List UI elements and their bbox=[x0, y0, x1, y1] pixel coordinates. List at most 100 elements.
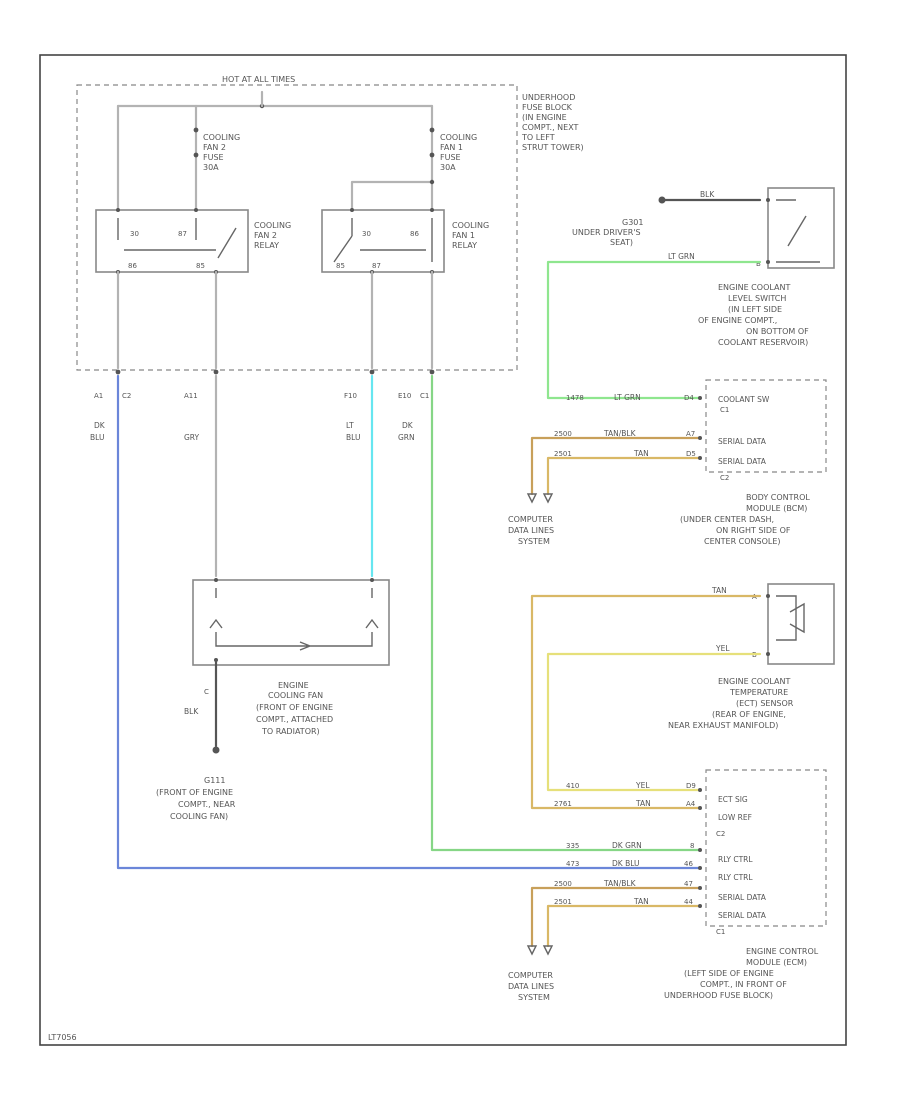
relay-2-label-line: RELAY bbox=[254, 241, 279, 250]
wire-label-dk-blu-ecm: DK BLU bbox=[612, 859, 640, 868]
ecm-outline bbox=[705, 769, 827, 927]
g111-label-line: (FRONT OF ENGINE bbox=[156, 788, 233, 797]
fuse-1-icon bbox=[429, 127, 435, 133]
fan-label-line: (FRONT OF ENGINE bbox=[256, 703, 333, 712]
relay-2-pin-label: 85 bbox=[196, 262, 205, 270]
ect-label-line: NEAR EXHAUST MANIFOLD) bbox=[668, 721, 778, 730]
bcm-connector-c2: C2 bbox=[720, 474, 729, 482]
fan-pin-icon bbox=[214, 578, 218, 582]
ground-g301: BLK G301 UNDER DRIVER'S SEAT) bbox=[572, 190, 762, 247]
relay-1-pin-icon bbox=[430, 208, 434, 212]
level-switch-label-line: ON BOTTOM OF bbox=[746, 327, 809, 336]
relay-1-pin-label: 87 bbox=[372, 262, 381, 270]
connector-f10: F10 bbox=[344, 392, 357, 400]
engine-cooling-fan: ENGINE COOLING FAN (FRONT OF ENGINE COMP… bbox=[192, 578, 390, 736]
relay-1-label-line: FAN 1 bbox=[452, 231, 475, 240]
ect-sensor-box bbox=[767, 583, 835, 665]
relay-2-pin-icon bbox=[194, 208, 198, 212]
fuse-1-tap-wire bbox=[350, 180, 434, 212]
lt-grn-wire bbox=[546, 260, 762, 400]
pin-endpoint-icon bbox=[698, 806, 702, 810]
wire-label-tan-blk-ecm: TAN/BLK bbox=[603, 879, 637, 888]
ecm-func-rly-ctrl-2: RLY CTRL bbox=[718, 873, 753, 882]
fuse-2-label-line: COOLING bbox=[203, 133, 240, 142]
data-lines-label-line: DATA LINES bbox=[508, 526, 554, 535]
tan-blk-wire-ecm bbox=[530, 886, 702, 948]
tan-wire-ecm bbox=[546, 904, 702, 948]
bcm-circuit-2501: 2501 bbox=[554, 450, 572, 458]
wire-label-tan-bcm: TAN bbox=[633, 449, 649, 458]
bcm-circuit-2500: 2500 bbox=[554, 430, 572, 438]
fuse-block-label-line: UNDERHOOD bbox=[522, 93, 575, 102]
ecm-label-line: ENGINE CONTROL bbox=[746, 947, 819, 956]
pin-endpoint-icon bbox=[698, 904, 702, 908]
fuse-1-splice bbox=[429, 179, 435, 185]
pin-endpoint-icon bbox=[698, 788, 702, 792]
fuse-2-label-line: 30A bbox=[203, 163, 219, 172]
connector-c2: C2 bbox=[122, 392, 131, 400]
diagram-frame bbox=[39, 54, 847, 1046]
ecm-func-serial-data-2: SERIAL DATA bbox=[718, 911, 767, 920]
ect-label-line: (ECT) SENSOR bbox=[736, 699, 794, 708]
ecm-label-line: COMPT., IN FRONT OF bbox=[700, 980, 787, 989]
level-switch-box bbox=[767, 187, 835, 269]
ect-sensor: A B ENGINE COOLANT TEMPERATURE (ECT) SEN… bbox=[668, 583, 835, 730]
fuse-block-label-line: TO LEFT bbox=[521, 133, 555, 142]
ecm-func-serial-data-1: SERIAL DATA bbox=[718, 893, 767, 902]
ecm-pin-8: 8 bbox=[690, 842, 694, 850]
connector-a1: A1 bbox=[94, 392, 103, 400]
ect-label-line: TEMPERATURE bbox=[729, 688, 788, 697]
relay-2-pin-label: 87 bbox=[178, 230, 187, 238]
level-switch-label-line: OF ENGINE COMPT., bbox=[698, 316, 777, 325]
fan-label-line: COMPT., ATTACHED bbox=[256, 715, 333, 724]
yel-ect-wire bbox=[546, 652, 762, 792]
ecm-label-line: MODULE (ECM) bbox=[746, 958, 807, 967]
wire-label-lt-blu: LT bbox=[346, 421, 354, 430]
relay-1-contact-icon bbox=[333, 218, 433, 263]
level-switch-label-line: COOLANT RESERVOIR) bbox=[718, 338, 808, 347]
ecm-circuit-2500: 2500 bbox=[554, 880, 572, 888]
relay-2-box bbox=[95, 209, 249, 273]
bcm-func-serial-data-2: SERIAL DATA bbox=[718, 457, 767, 466]
ecm-pin-47: 47 bbox=[684, 880, 693, 888]
relay-2-contact-icon bbox=[117, 218, 237, 259]
pin-endpoint-icon bbox=[698, 456, 702, 460]
relay-2-label-line: FAN 2 bbox=[254, 231, 277, 240]
level-switch-contact-icon bbox=[776, 199, 820, 263]
g301-label: G301 bbox=[622, 218, 643, 227]
g301-label-line: SEAT) bbox=[610, 238, 633, 247]
ecm-connector-c1: C1 bbox=[716, 928, 725, 936]
wire-color-labels: DK BLU GRY LT BLU DK GRN bbox=[90, 421, 415, 442]
computer-data-lines-bottom: COMPUTER DATA LINES SYSTEM bbox=[508, 945, 554, 1002]
tan-wire-bcm bbox=[546, 456, 702, 496]
fan-label-line: ENGINE bbox=[278, 681, 309, 690]
level-switch-pin-icon bbox=[766, 260, 770, 264]
ecm-pin-d9: D9 bbox=[686, 782, 696, 790]
ecm-connector-c2: C2 bbox=[716, 830, 725, 838]
data-lines-arrow-icon bbox=[526, 945, 554, 956]
bcm-func-coolant-sw: COOLANT SW bbox=[718, 395, 770, 404]
ect-label-line: ENGINE COOLANT bbox=[718, 677, 790, 686]
level-switch-label-line: (IN LEFT SIDE bbox=[728, 305, 782, 314]
engine-control-module: C2 C1 410 YEL D9 ECT SIG 2761 TAN A4 LOW… bbox=[530, 769, 827, 1000]
computer-data-lines-top: COMPUTER DATA LINES SYSTEM bbox=[508, 493, 554, 546]
fuse-2-icon bbox=[193, 127, 199, 133]
relay-2-pin-label: 86 bbox=[128, 262, 137, 270]
bcm-connector-c1: C1 bbox=[720, 406, 729, 414]
fuse-1-label: COOLING FAN 1 FUSE 30A bbox=[440, 133, 477, 172]
bcm-pin-a7: A7 bbox=[686, 430, 695, 438]
ect-thermistor-icon bbox=[776, 595, 805, 641]
wire-label-yel-ect: YEL bbox=[715, 644, 730, 653]
data-lines-label-line: COMPUTER bbox=[508, 515, 553, 524]
fan-box bbox=[192, 579, 390, 666]
bcm-label-line: (UNDER CENTER DASH, bbox=[680, 515, 774, 524]
data-lines-label-line: DATA LINES bbox=[508, 982, 554, 991]
relay-1-pin-icon bbox=[350, 208, 354, 212]
fan-motor-icon bbox=[209, 588, 379, 651]
connector-icon bbox=[369, 369, 375, 375]
connector-e10: E10 bbox=[398, 392, 411, 400]
ecm-circuit-2761: 2761 bbox=[554, 800, 572, 808]
fuse-block-label-line: (IN ENGINE bbox=[522, 113, 567, 122]
fuse-block-label-line: FUSE BLOCK bbox=[522, 103, 573, 112]
